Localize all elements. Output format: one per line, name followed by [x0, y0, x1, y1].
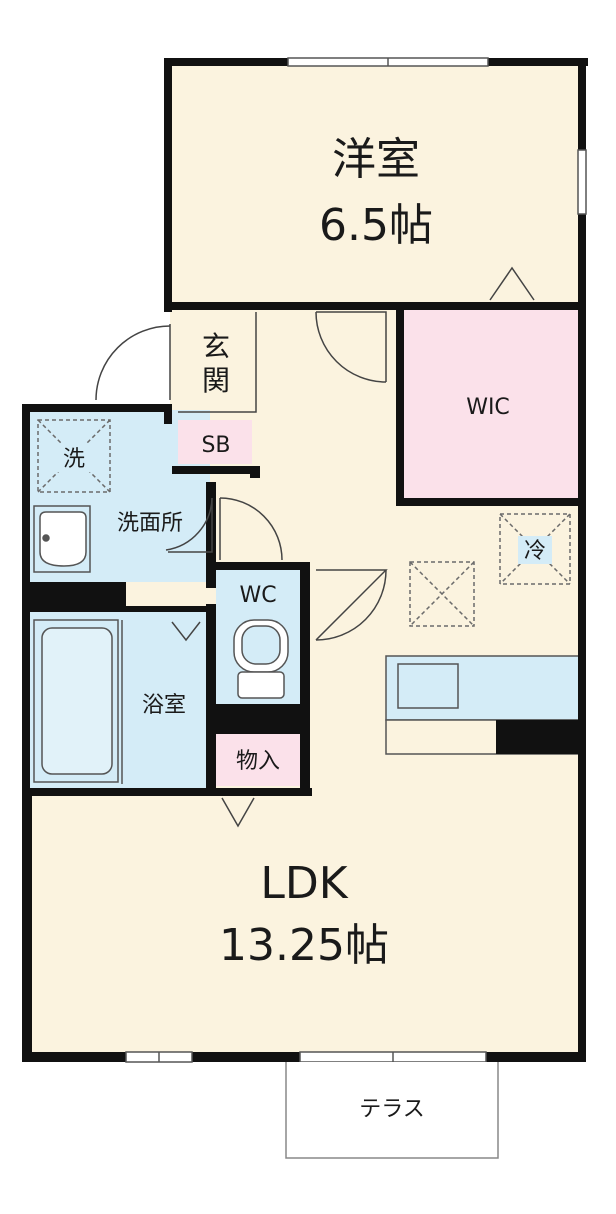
- bathroom-label: 浴室: [142, 693, 186, 718]
- wic-label: WIC: [466, 395, 510, 420]
- wic-floor: [400, 308, 580, 500]
- ldk-size: 13.25帖: [219, 920, 389, 971]
- fridge-label-bg: [518, 536, 552, 564]
- western-room-size: 6.5帖: [319, 200, 433, 251]
- ldk-name: LDK: [260, 858, 348, 909]
- shoebox-label: SB: [201, 433, 230, 458]
- toilet-fixture: [233, 619, 289, 699]
- western-room-floor: [170, 62, 580, 306]
- washroom-label: 洗面所: [117, 511, 183, 536]
- wash-basin: [33, 505, 91, 573]
- entrance-label-1: 玄: [202, 330, 230, 363]
- kitchen-cabinet-black: [496, 720, 580, 754]
- shoebox-floor: [178, 420, 252, 464]
- entrance-label-2: 関: [202, 364, 230, 397]
- washer-label-bg: [54, 444, 94, 472]
- storage-label: 物入: [236, 749, 280, 774]
- terrace: [285, 1062, 499, 1159]
- terrace-label: テラス: [359, 1097, 425, 1122]
- bathtub: [33, 619, 123, 784]
- entrance-floor: [178, 312, 256, 412]
- kitchen-sink: [397, 663, 459, 709]
- ceiling-hatch: [409, 561, 475, 627]
- kitchen-counter: [385, 655, 581, 721]
- toilet-label: WC: [239, 583, 276, 608]
- doors: [95, 266, 535, 828]
- fridge-label: 冷: [524, 539, 546, 564]
- storage-floor: [216, 734, 300, 786]
- western-room-name: 洋室: [332, 134, 420, 185]
- washer-label: 洗: [63, 447, 85, 472]
